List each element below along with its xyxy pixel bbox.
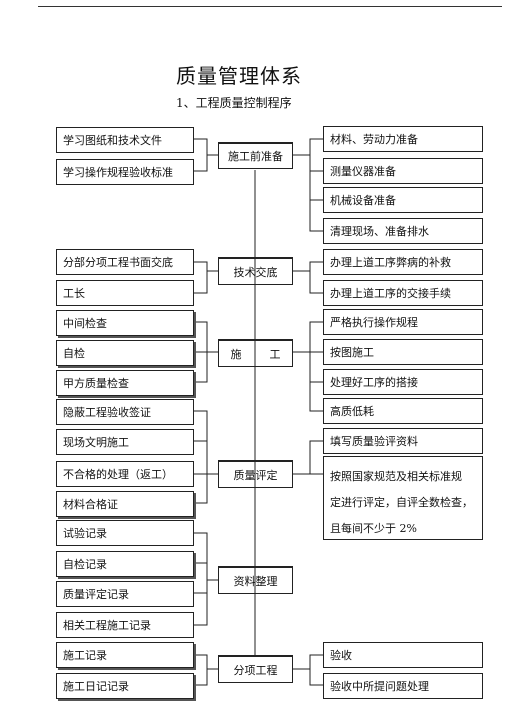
right-box-material-labor-prep: 材料、劳动力准备 — [323, 126, 483, 152]
left-box-midway-inspection: 中间检查 — [56, 310, 194, 336]
stage-preparation: 施工前准备 — [218, 142, 293, 169]
left-box-civilized-site: 现场文明施工 — [56, 429, 194, 455]
left-box-related-construction-records: 相关工程施工记录 — [56, 612, 194, 638]
left-box-study-regulations: 学习操作规程验收标准 — [56, 159, 194, 185]
page-title: 质量管理体系 — [176, 64, 302, 88]
right-box-high-quality-low-cost: 高质低耗 — [323, 398, 483, 424]
left-box-test-records: 试验记录 — [56, 520, 194, 546]
left-box-material-certificate: 材料合格证 — [56, 491, 194, 517]
right-box-survey-instrument-prep: 测量仪器准备 — [323, 158, 483, 184]
right-box-acceptance-issues: 验收中所提问题处理 — [323, 673, 483, 699]
left-box-owner-inspection: 甲方质量检查 — [56, 370, 194, 396]
left-box-quality-evaluation-records: 质量评定记录 — [56, 581, 194, 607]
left-box-study-drawings: 学习图纸和技术文件 — [56, 127, 194, 153]
right-box-previous-defect-remedy: 办理上道工序弊病的补救 — [323, 249, 483, 275]
evaluation-standard-line-3: 且每间不少于 2% — [330, 521, 417, 535]
evaluation-standard-line-2: 定进行评定，自评全数检查， — [330, 495, 473, 509]
stage-subitem-project: 分项工程 — [218, 655, 293, 683]
right-box-site-clearing: 清理现场、准备排水 — [323, 218, 483, 244]
stage-quality-evaluation: 质量评定 — [218, 460, 293, 488]
stage-document-organization: 资料整理 — [218, 566, 293, 594]
left-box-self-inspection: 自检 — [56, 340, 194, 366]
left-box-construction-records: 施工记录 — [56, 642, 194, 668]
left-box-foreman: 工长 — [56, 280, 194, 306]
left-box-concealed-acceptance: 隐蔽工程验收签证 — [56, 399, 194, 425]
left-box-written-briefing: 分部分项工程书面交底 — [56, 249, 194, 275]
right-box-build-per-drawing: 按图施工 — [323, 339, 483, 365]
right-box-acceptance: 验收 — [323, 642, 483, 668]
stage-construction: 施 工 — [218, 339, 293, 367]
right-box-evaluation-standard: 按照国家规范及相关标准规 定进行评定，自评全数检查， 且每间不少于 2% — [323, 456, 483, 540]
right-box-process-overlap: 处理好工序的搭接 — [323, 369, 483, 395]
right-box-strict-procedures: 严格执行操作规程 — [323, 309, 483, 335]
right-box-previous-handover: 办理上道工序的交接手续 — [323, 280, 483, 306]
stage-technical-briefing: 技术交底 — [218, 257, 293, 285]
right-box-fill-evaluation-docs: 填写质量验评资料 — [323, 428, 483, 454]
right-box-machinery-prep: 机械设备准备 — [323, 187, 483, 213]
left-box-construction-diary: 施工日记记录 — [56, 673, 194, 699]
left-box-self-check-records: 自检记录 — [56, 551, 194, 577]
header-rule — [38, 6, 502, 7]
evaluation-standard-line-1: 按照国家规范及相关标准规 — [330, 469, 462, 483]
page-subtitle: 1、工程质量控制程序 — [176, 96, 292, 110]
left-box-nonconforming-handling: 不合格的处理（返工） — [56, 461, 194, 487]
